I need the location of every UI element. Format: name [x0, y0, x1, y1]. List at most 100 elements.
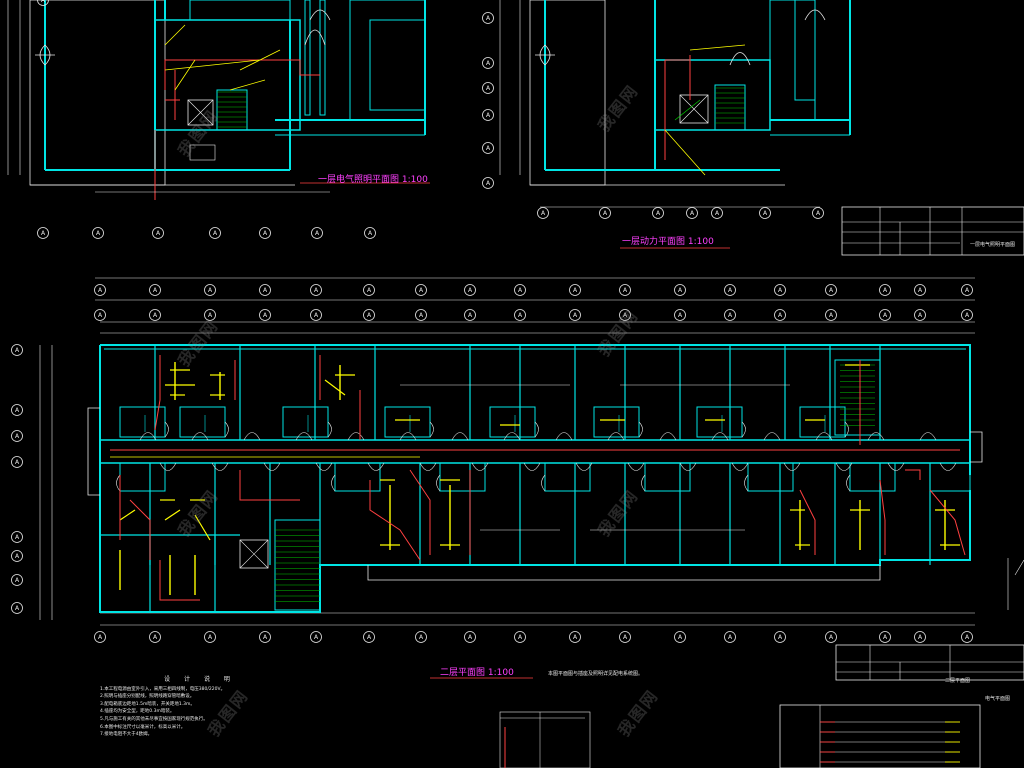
axis-bubble-label: A	[419, 634, 424, 641]
axis-bubble	[209, 227, 221, 239]
view-title-first-floor-power: 一层动力平面图 1:100	[622, 237, 714, 247]
door-swing	[471, 462, 489, 471]
door-swing	[763, 432, 781, 441]
axis-bubble-label: A	[486, 60, 491, 67]
wiring	[664, 129, 706, 176]
door-swing	[783, 462, 801, 471]
axis-bubble-label: A	[918, 634, 923, 641]
panel-diagram	[499, 711, 591, 768]
axis-bubble-label: A	[263, 634, 268, 641]
axis-bubble-label: A	[41, 0, 46, 4]
axis-bubble-label: A	[419, 312, 424, 319]
axis-bubble	[415, 309, 427, 321]
axis-bubble-label: A	[816, 210, 821, 217]
axis-bubble-label: A	[678, 634, 683, 641]
title-block-top-label: 一层电气照明平面图	[970, 242, 1016, 248]
axis-bubble-label: A	[263, 230, 268, 237]
axis-bubble-label: A	[829, 634, 834, 641]
axis-bubble	[619, 309, 631, 321]
axis-bubble-label: A	[918, 287, 923, 294]
axis-bubble-label: A	[486, 85, 491, 92]
axis-bubble-label: A	[728, 312, 733, 319]
note-line: 2.照明与插座分别配线，照明线路穿管暗敷设。	[100, 694, 195, 700]
axis-bubble-label: A	[41, 230, 46, 237]
axis-bubble	[482, 142, 494, 154]
axis-bubble-label: A	[883, 287, 888, 294]
axis-bubble-label: A	[208, 287, 213, 294]
axis-bubble	[825, 631, 837, 643]
axis-bubble-label: A	[153, 312, 158, 319]
axis-bubble	[259, 284, 271, 296]
wall	[769, 0, 816, 121]
axis-bubble-label: A	[367, 312, 372, 319]
axis-bubble	[204, 284, 216, 296]
circuit	[239, 470, 300, 501]
wiring-fixture	[324, 379, 346, 396]
axis-bubble-label: A	[153, 287, 158, 294]
axis-bubble	[464, 284, 476, 296]
axis-bubble-label: A	[15, 605, 20, 612]
balcony	[87, 407, 100, 496]
balcony	[970, 431, 983, 463]
elevator	[679, 94, 709, 124]
view-title-second-floor: 二层平面图 1:100	[440, 668, 514, 678]
axis-bubble	[774, 631, 786, 643]
title-block-bottom-label: 二层平面图	[945, 678, 971, 684]
door-swing	[575, 462, 593, 471]
note-line: 5.凡与施工有关的其他未尽事宜按国家现行规范执行。	[100, 716, 208, 722]
wall	[319, 0, 326, 116]
axis-bubble	[364, 227, 376, 239]
door-swing	[367, 462, 385, 471]
door-swing	[659, 432, 677, 441]
axis-bubble	[961, 284, 973, 296]
door-swing	[939, 462, 957, 471]
axis-bubble	[482, 12, 494, 24]
axis-bubble	[11, 602, 23, 614]
axis-bubble	[363, 309, 375, 321]
axis-bubble-label: A	[367, 634, 372, 641]
stair	[216, 89, 248, 131]
axis-bubble-label: A	[15, 553, 20, 560]
axis-bubble-label: A	[541, 210, 546, 217]
axis-bubble-label: A	[98, 634, 103, 641]
exterior-wall	[99, 345, 971, 613]
wiring	[239, 49, 281, 71]
axis-bubble	[825, 309, 837, 321]
axis-bubble-label: A	[153, 634, 158, 641]
circuit	[905, 469, 921, 480]
axis-bubble	[482, 177, 494, 189]
axis-bubble-label: A	[486, 15, 491, 22]
bathroom	[747, 462, 794, 492]
design-notes: 设 计 说 明 1.本工程电源由室外引入，采用三相四线制，电压380/220V。…	[100, 676, 300, 739]
door-swing	[641, 474, 646, 492]
title-block	[835, 644, 1024, 681]
axis-bubble	[482, 109, 494, 121]
axis-bubble	[152, 227, 164, 239]
axis-bubble-label: A	[623, 287, 628, 294]
circuit	[154, 355, 161, 431]
wiring	[164, 24, 186, 46]
bathroom	[439, 462, 486, 492]
axis-bubble	[759, 207, 771, 219]
axis-bubble-label: A	[15, 534, 20, 541]
circuit	[159, 560, 200, 601]
axis-bubble-label: A	[368, 230, 373, 237]
axis-bubble	[724, 284, 736, 296]
door-swing	[711, 432, 729, 441]
bathroom	[334, 462, 381, 492]
axis-bubble-label: A	[98, 287, 103, 294]
axis-bubble	[94, 309, 106, 321]
door-swing	[804, 9, 826, 21]
door-swing	[159, 462, 177, 471]
axis-bubble-label: A	[918, 312, 923, 319]
axis-bubble	[914, 284, 926, 296]
door-swing	[191, 432, 209, 441]
door-swing	[627, 462, 645, 471]
bathroom	[644, 462, 691, 492]
note-line: 3.配电箱底边距地1.5m暗装，开关距地1.3m。	[100, 701, 195, 707]
wiring-fixture	[194, 514, 211, 541]
axis-bubble	[914, 309, 926, 321]
axis-bubble-label: A	[573, 287, 578, 294]
door-swing	[304, 29, 326, 46]
axis-bubble	[514, 284, 526, 296]
